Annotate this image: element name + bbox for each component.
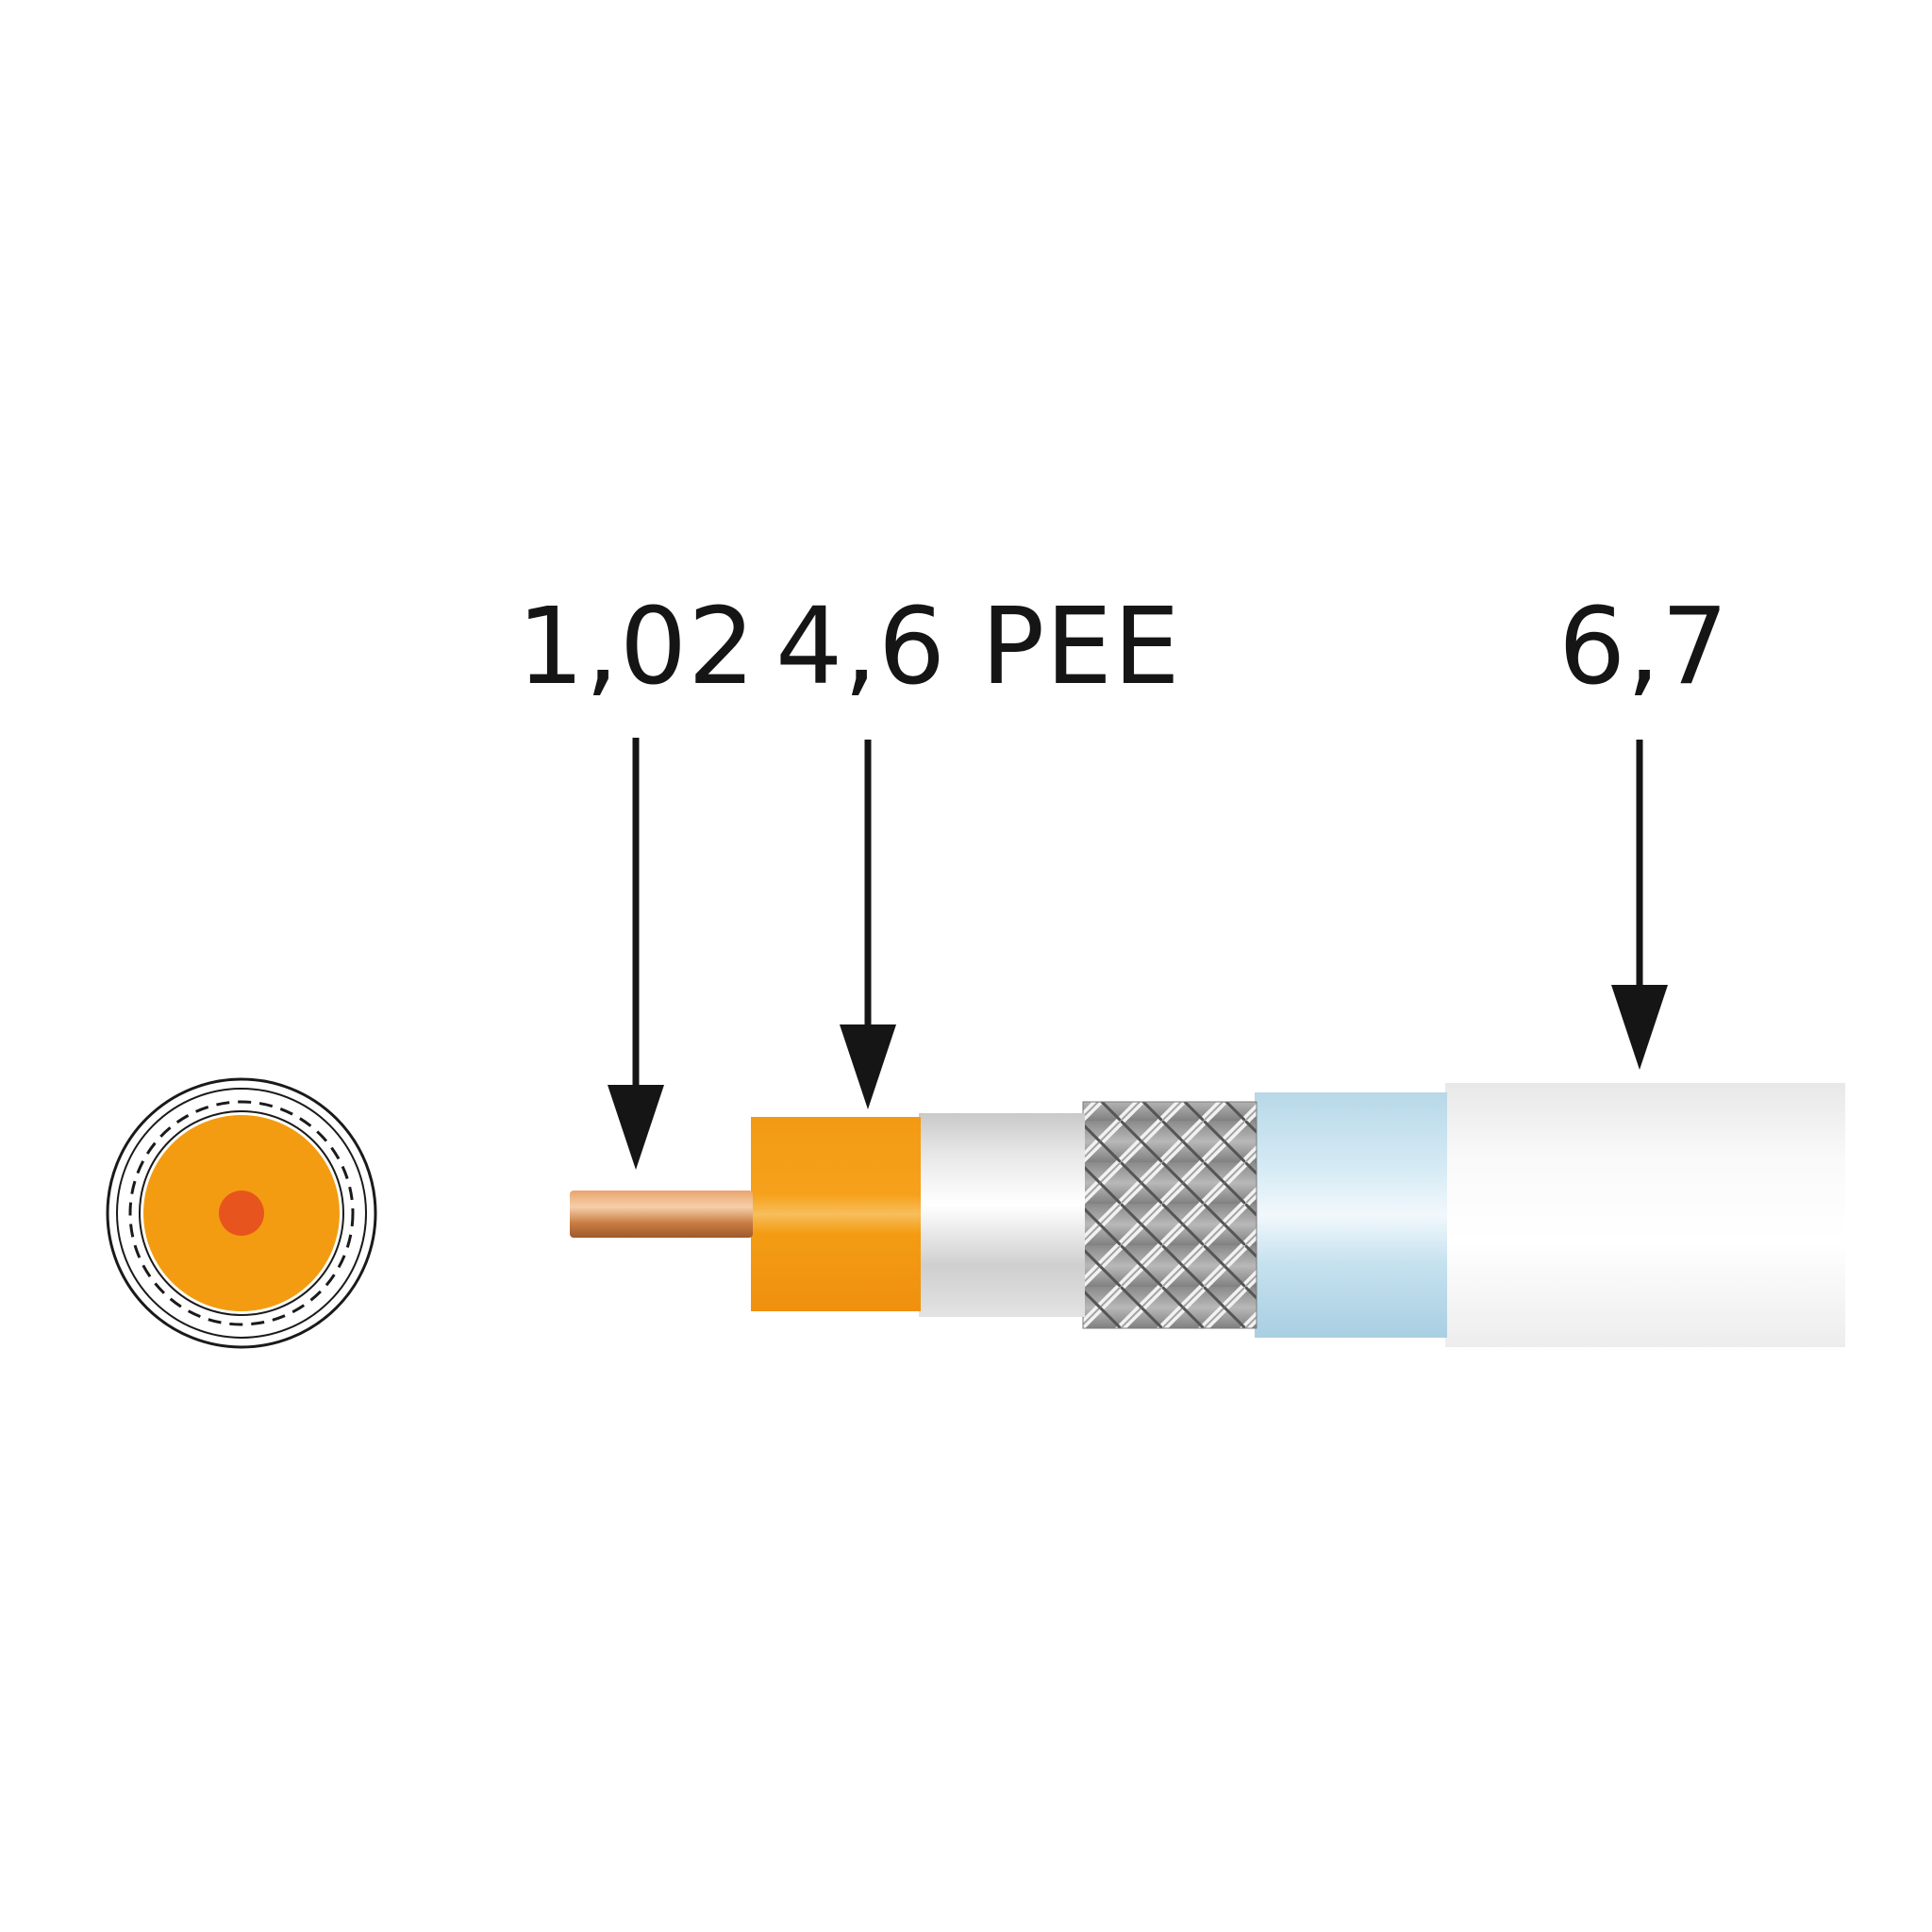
center-conductor-dot <box>219 1191 264 1236</box>
cable-cross-section <box>106 1077 377 1349</box>
braid-ring <box>128 1100 355 1326</box>
arrow-dielectric <box>840 740 896 1109</box>
center-conductor <box>570 1191 753 1238</box>
foil-shield <box>919 1113 1085 1317</box>
braid-shield <box>1083 1102 1257 1328</box>
arrow-core <box>608 738 664 1170</box>
cable-side-view <box>570 1083 1845 1347</box>
inner-sheath <box>1255 1092 1447 1338</box>
core-diameter-label: 1,02 <box>517 586 757 708</box>
jacket-diameter-label: 6,7 <box>1558 586 1730 708</box>
dielectric <box>751 1117 921 1311</box>
arrow-jacket <box>1611 740 1668 1070</box>
dielectric-label: 4,6 PEE <box>775 586 1181 708</box>
outer-jacket <box>1445 1083 1845 1347</box>
